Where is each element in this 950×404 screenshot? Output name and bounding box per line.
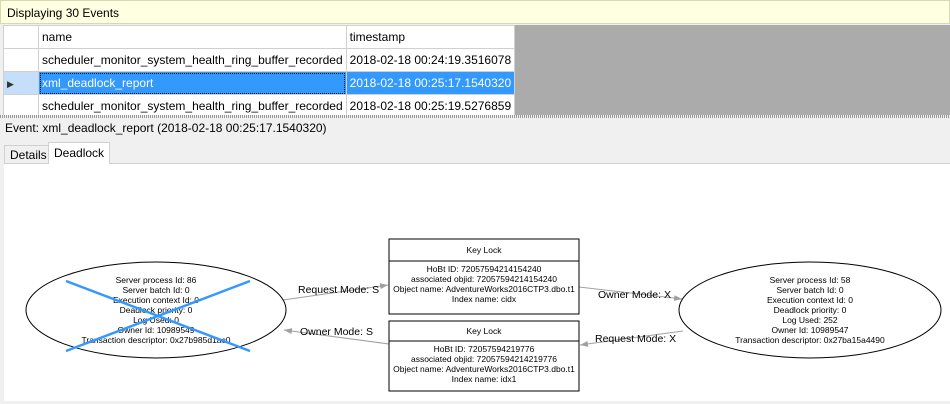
- edge-right-request: [579, 330, 684, 347]
- table-row-selected[interactable]: ▶ xml_deadlock_report 2018-02-18 00:25:1…: [3, 71, 516, 95]
- cell-timestamp[interactable]: 2018-02-18 00:24:19.3516078: [345, 48, 516, 72]
- current-row-arrow-icon: ▶: [7, 79, 14, 89]
- row-header[interactable]: [3, 48, 39, 72]
- node-detail-line: Server batch Id: 0: [776, 285, 843, 295]
- edge-label-left-request: Request Mode: S: [298, 284, 379, 296]
- grid-header-row: name timestamp: [3, 25, 516, 49]
- splitter[interactable]: [0, 115, 950, 118]
- node-detail-line: Transaction descriptor: 0x27b985d1ac0: [82, 335, 231, 345]
- edge-label-right-request: Request Mode: X: [595, 333, 676, 345]
- cell-name[interactable]: scheduler_monitor_system_health_ring_buf…: [38, 94, 347, 118]
- row-header[interactable]: ▶: [3, 71, 39, 95]
- table-row[interactable]: scheduler_monitor_system_health_ring_buf…: [3, 94, 516, 118]
- node-detail-line: Deadlock priority: 0: [774, 305, 847, 315]
- node-detail-line: Log Used: 0: [133, 315, 179, 325]
- victim-cross-line: [65, 279, 251, 353]
- node-detail-line: Server batch Id: 0: [122, 285, 189, 295]
- node-detail-line: Index name: idx1: [452, 374, 517, 384]
- node-detail-line: HoBt ID: 72057594214154240: [427, 264, 542, 274]
- lock-title: Key Lock: [467, 245, 503, 255]
- node-detail-line: Server process Id: 86: [116, 275, 197, 285]
- events-count-label: Displaying 30 Events: [7, 6, 120, 20]
- events-grid: name timestamp scheduler_monitor_system_…: [3, 25, 950, 118]
- node-detail-line: Execution context Id: 0: [113, 295, 199, 305]
- node-detail-line: Execution context Id: 0: [767, 295, 853, 305]
- column-header-timestamp[interactable]: timestamp: [345, 25, 516, 49]
- node-detail-line: Index name: cidx: [452, 294, 517, 304]
- cell-timestamp[interactable]: 2018-02-18 00:25:17.1540320: [345, 71, 516, 95]
- node-detail-line: Deadlock priority: 0: [120, 305, 193, 315]
- edge-left-request: [282, 283, 389, 301]
- events-count-bar: Displaying 30 Events: [0, 0, 950, 24]
- edge-left-owner: [283, 328, 390, 345]
- node-detail-line: Server process Id: 58: [770, 275, 851, 285]
- row-header-corner: [3, 25, 39, 49]
- edge-right-owner: [578, 286, 683, 302]
- node-detail-line: Object name: AdventureWorks2016CTP3.dbo.…: [393, 364, 575, 374]
- node-detail-line: associated objid: 72057594214154240: [411, 274, 557, 284]
- node-detail-line: Object name: AdventureWorks2016CTP3.dbo.…: [393, 284, 575, 294]
- deadlock-graph: Request Mode: S Owner Mode: S Owner Mode…: [4, 163, 950, 401]
- node-detail-line: Owner Id: 10989547: [771, 325, 848, 335]
- node-detail-line: associated objid: 72057594214219776: [411, 354, 557, 364]
- node-detail-line: Owner Id: 10989549: [117, 325, 194, 335]
- node-detail-line: HoBt ID: 72057594219776: [434, 344, 535, 354]
- cell-name[interactable]: scheduler_monitor_system_health_ring_buf…: [38, 48, 347, 72]
- tab-deadlock[interactable]: Deadlock: [48, 142, 111, 164]
- table-row[interactable]: scheduler_monitor_system_health_ring_buf…: [3, 48, 516, 72]
- event-label: Event: xml_deadlock_report (2018-02-18 0…: [5, 121, 327, 135]
- cell-name[interactable]: xml_deadlock_report: [38, 71, 347, 95]
- edge-label-right-owner: Owner Mode: X: [598, 289, 671, 301]
- column-header-name[interactable]: name: [38, 25, 347, 49]
- row-header[interactable]: [3, 94, 39, 118]
- key-lock-node-bottom[interactable]: Key Lock HoBt ID: 72057594219776associat…: [388, 320, 580, 392]
- tab-details[interactable]: Details: [4, 145, 53, 164]
- node-detail-line: Log Used: 252: [782, 315, 838, 325]
- key-lock-node-top[interactable]: Key Lock HoBt ID: 72057594214154240assoc…: [388, 238, 580, 315]
- edge-label-left-owner: Owner Mode: S: [300, 326, 373, 338]
- node-detail-line: Transaction descriptor: 0x27ba15a4490: [735, 335, 885, 345]
- lock-title: Key Lock: [467, 326, 503, 336]
